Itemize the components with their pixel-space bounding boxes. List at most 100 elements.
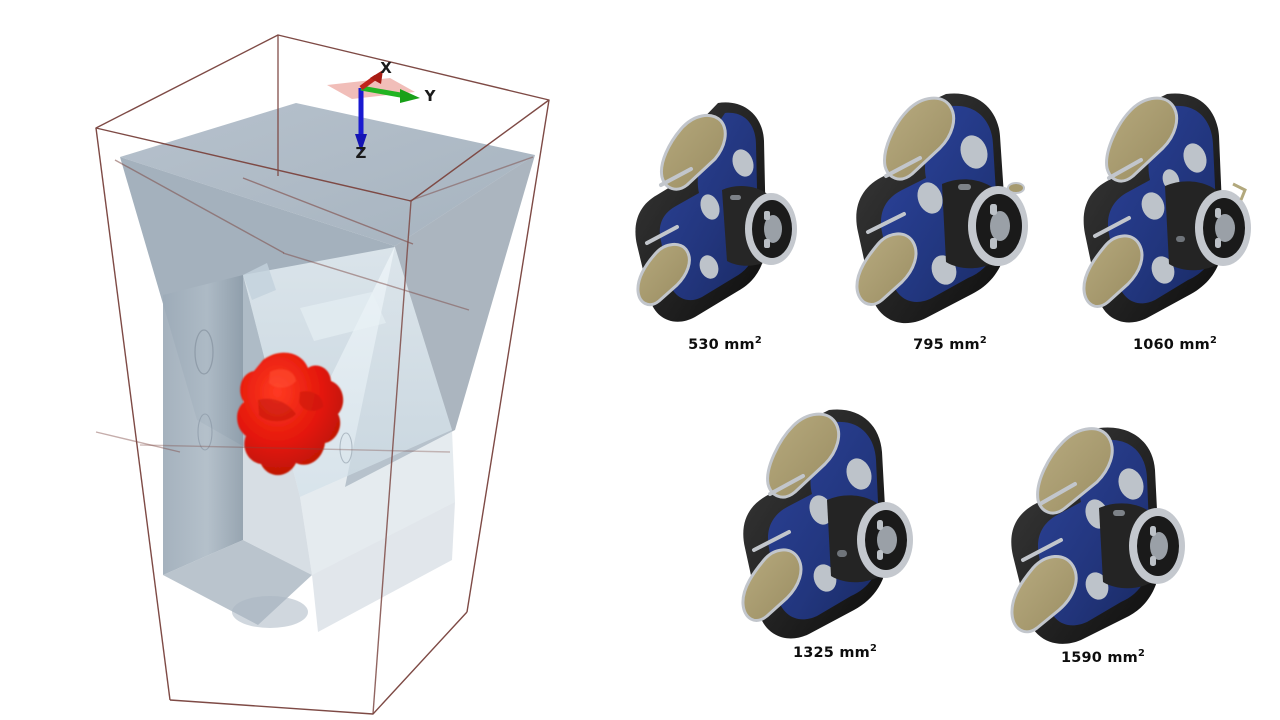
area-unit-1590: mm [1107,650,1138,666]
area-value-1325: 1325 [792,645,835,661]
x-axis-label: X [380,59,392,77]
hub-slot-1 [764,211,770,220]
simulation-scene: Z Y X [95,34,550,715]
chute-highlight [300,292,386,341]
pad-lower [636,243,691,307]
cad-model-1325 [741,409,913,639]
trim-strip-2 [645,225,679,245]
dimple-1 [732,149,754,177]
area-exponent-1060: 2 [1209,335,1218,347]
z-axis-label: Z [356,144,367,162]
hub-slot-2 [877,550,883,560]
hub-set-screw [958,184,971,190]
z-axis-arrowhead [355,134,367,152]
dimple-3 [1141,192,1165,220]
trim-strip-1 [768,474,805,496]
area-exponent-795: 2 [979,335,987,347]
y-axis-arrowhead [400,89,420,103]
dimple-4 [1151,256,1175,284]
trim-strip-2 [866,212,906,234]
hub-set-screw [1113,510,1125,516]
pad-upper [883,96,956,181]
housing-shell-right [300,430,455,575]
model-cell-530[interactable]: 530 mm2 [620,85,830,353]
model-cell-1325[interactable]: 1325 mm2 [730,398,940,661]
cad-model-530 [635,102,797,322]
hub-slot-2 [1150,556,1156,566]
housing-outlet [232,596,308,628]
dimple-1 [846,458,872,490]
bbox-mid-lower [282,252,470,311]
trim-strip-2 [1093,216,1131,238]
bbox-edge-right [466,99,550,613]
blockage-shadow [258,398,296,422]
area-exponent-530: 2 [754,335,762,347]
bbox-bottom-edges [169,611,468,715]
model-caption-1325: 1325 mm2 [730,643,940,661]
model-art-1590[interactable] [998,418,1208,648]
trim-strip-1 [1107,158,1143,180]
x-axis-arrowhead [370,70,383,84]
area-unit-795: mm [949,337,980,353]
model-art-795[interactable] [845,80,1055,335]
hub-bore [990,211,1010,241]
bbox-mid-left [114,159,285,254]
model-caption-1590: 1590 mm2 [998,648,1208,666]
bounding-box-wireframe [95,34,550,715]
housing-boss-2 [197,413,213,451]
hub-slot-2 [764,239,770,248]
pad-upper [1105,96,1179,183]
y-axis-shaft [360,85,407,99]
hub-bore [1215,214,1235,242]
hub-slot-2 [1215,238,1221,248]
bbox-edge-front-right [372,200,412,715]
pad-upper [766,412,841,499]
housing-left-wall [163,275,243,575]
cad-model-1590 [1010,427,1185,644]
model-cell-1590[interactable]: 1590 mm2 [998,418,1208,666]
hub-slot-1 [990,204,997,215]
trim-strip-1 [659,167,693,187]
bbox-edge-front-left [95,127,171,701]
y-axis-label: Y [424,87,437,105]
model-art-1325[interactable] [730,398,940,643]
dimple-2 [809,495,833,525]
pad-lower [1010,555,1078,634]
model-caption-795: 795 mm2 [845,335,1055,353]
area-unit-1325: mm [839,645,870,661]
area-exponent-1325: 2 [869,643,878,655]
side-port [1007,182,1025,194]
chute-lip [243,263,276,300]
model-art-1060[interactable] [1070,80,1280,335]
hub-set-screw [730,195,741,200]
bbox-lower-left [95,431,181,453]
dimple-3 [1085,572,1109,600]
hopper-top-plane [120,103,535,246]
hub-bore [764,215,782,243]
blockage-lobe [299,391,324,411]
side-tab [1232,182,1247,201]
model-art-530[interactable] [620,85,830,335]
model-caption-1060: 1060 mm2 [1070,335,1280,353]
model-caption-530: 530 mm2 [620,335,830,353]
pad-lower [855,232,918,306]
dimple-1 [960,135,988,169]
hub-bore [877,526,897,554]
dimple-1 [1118,468,1144,500]
cad-model-795 [855,93,1028,324]
hub-slot-1 [877,520,883,530]
area-exponent-1590: 2 [1137,648,1146,660]
pad-upper [659,113,727,191]
simulation-viewport[interactable]: Z Y X [0,0,600,720]
area-value-1590: 1590 [1060,650,1103,666]
model-cell-1060[interactable]: 1060 mm2 [1070,80,1280,353]
bbox-lower-span [139,444,451,453]
model-cell-795[interactable]: 795 mm2 [845,80,1055,353]
area-unit-530: mm [724,337,755,353]
trim-strip-2 [1021,538,1063,562]
pad-upper [1036,427,1114,515]
hub-set-screw [837,550,847,557]
dimple-3 [813,564,837,592]
hub-bore [1150,532,1168,560]
